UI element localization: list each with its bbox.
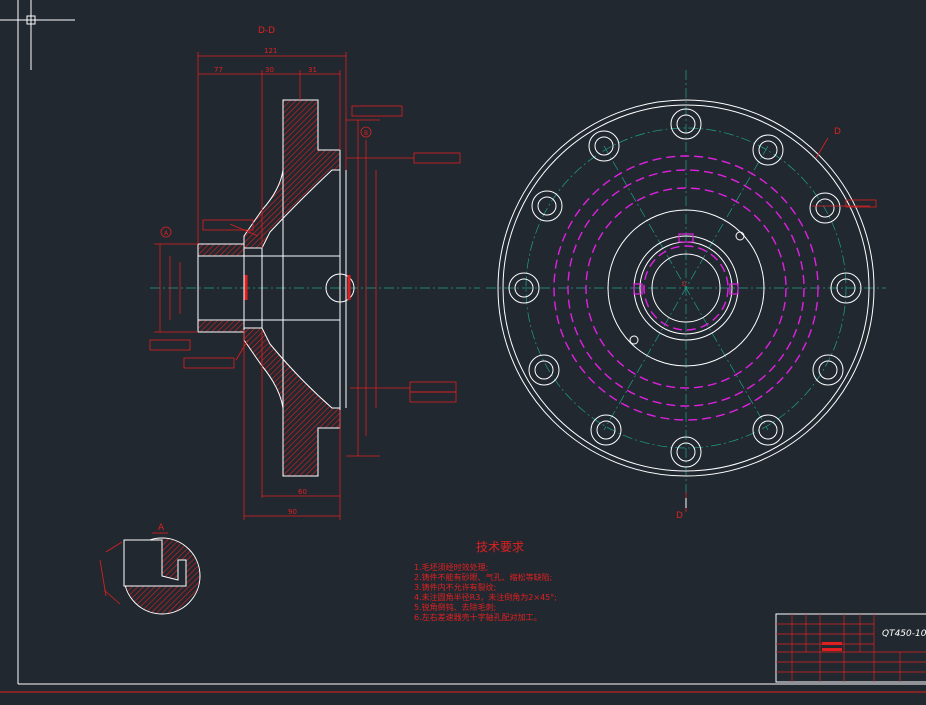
title-block[interactable]: QT450-10 [775,613,926,683]
hub-section-lower [197,319,245,333]
note-6: 6.左右差速器壳十字轴孔配对加工。 [414,612,542,622]
note-4: 4.未注圆角半径R3，未注倒角为2×45°; [414,592,557,602]
datum-a-marker [160,226,172,238]
note-3: 3.铸件内不允许有裂纹; [414,582,496,592]
hub-section-upper [197,243,245,257]
flange-section-upper [243,99,341,249]
dim-77: 77 [214,66,223,74]
note-5: 5.锐角倒钝、去除毛刺; [414,602,496,612]
bolt-holes [508,108,862,468]
datum-a-label: A [164,230,169,237]
section-mark-bottom: D [676,511,683,521]
crosshair-cursor-icon [0,0,75,70]
dim-30: 30 [265,66,274,74]
flange-section-lower [243,327,341,477]
dim-60: 60 [298,488,307,496]
dim-90: 90 [288,508,297,516]
tolerance-frames [149,105,461,403]
section-view[interactable]: D-D [149,26,480,520]
technical-requirements[interactable]: 技术要求 1.毛坯须经时效处理; 2.铸件不能有砂眼、气孔、缩松等缺陷; 3.铸… [414,540,557,622]
note-1: 1.毛坯须经时效处理; [414,562,488,572]
centre-mark: D [682,281,687,288]
dim-31: 31 [308,66,317,74]
front-view[interactable]: D D D [486,70,886,521]
datum-b-label: B [364,130,368,137]
section-mark-top: D [834,127,841,137]
note-2: 2.铸件不能有砂眼、气孔、缩松等缺陷; [414,572,552,582]
detail-view[interactable]: A [99,523,201,615]
dim-121: 121 [264,47,277,55]
notes-title: 技术要求 [476,540,524,554]
title-block-part-code: QT450-10 [882,629,926,639]
detail-view-label: A [158,523,165,533]
datum-b-marker [360,126,372,138]
section-view-label: D-D [258,26,275,36]
